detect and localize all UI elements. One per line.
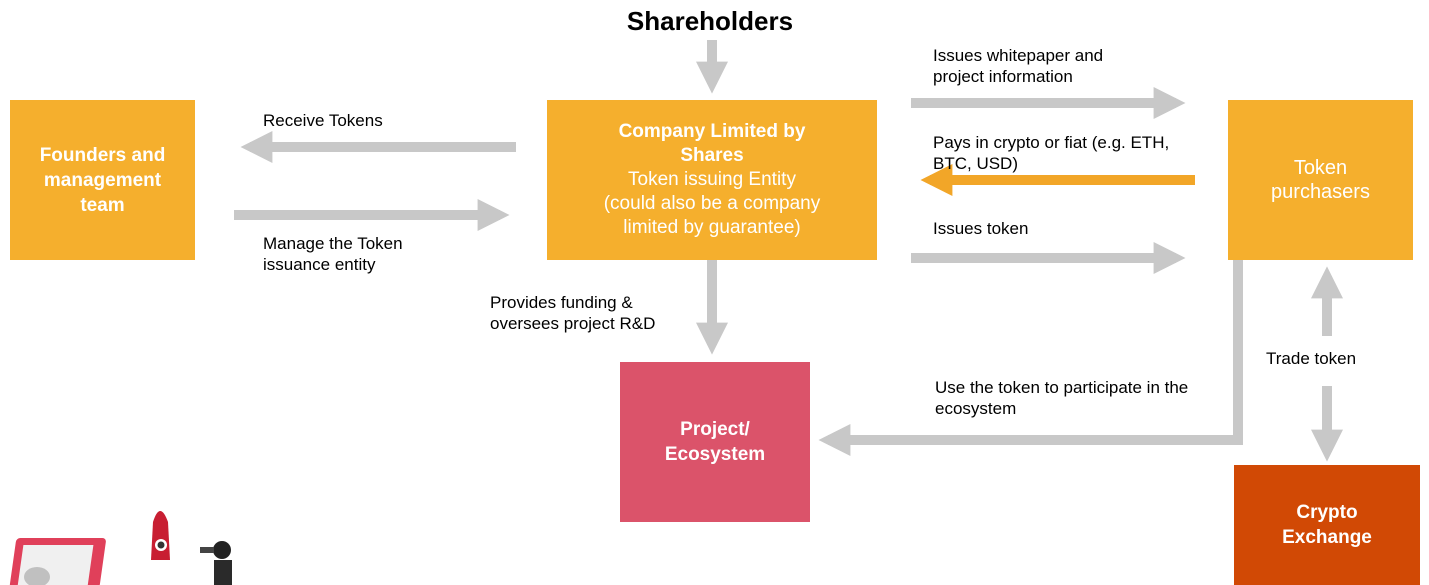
label-issues-whitepaper: Issues whitepaper and project informatio… bbox=[933, 46, 1104, 86]
label-receive-tokens: Receive Tokens bbox=[263, 111, 383, 130]
company-box: Company Limited by Shares Token issuing … bbox=[547, 100, 877, 260]
founders-box: Founders and management team bbox=[10, 100, 195, 260]
project-box: Project/ Ecosystem bbox=[620, 362, 810, 522]
label-trade-token: Trade token bbox=[1266, 349, 1357, 368]
purchasers-box: Token purchasers bbox=[1228, 100, 1413, 260]
company-desc-line1: Token issuing Entity bbox=[628, 169, 796, 190]
project-label: Project/ Ecosystem bbox=[664, 419, 766, 465]
label-use-token: Use the token to participate in the ecos… bbox=[935, 378, 1189, 418]
company-title-line2: Shares bbox=[680, 145, 744, 166]
label-manage-entity: Manage the Token issuance entity bbox=[263, 234, 403, 274]
purchasers-label: Token purchasers bbox=[1271, 157, 1370, 203]
label-pays-in: Pays in crypto or fiat (e.g. ETH, BTC, U… bbox=[933, 133, 1170, 173]
company-title-line1: Company Limited by bbox=[618, 121, 806, 142]
company-desc-line3: limited by guarantee) bbox=[623, 217, 801, 238]
founders-label: Founders and management team bbox=[39, 144, 166, 216]
label-issues-token: Issues token bbox=[933, 219, 1029, 238]
arrow-use-token bbox=[818, 260, 1243, 457]
label-provides-funding: Provides funding & oversees project R&D bbox=[490, 293, 656, 333]
exchange-box: Crypto Exchange bbox=[1234, 465, 1420, 585]
company-desc-line2: (could also be a company bbox=[603, 193, 821, 214]
shareholders-title: Shareholders bbox=[626, 6, 794, 36]
exchange-label: Crypto Exchange bbox=[1282, 502, 1372, 548]
